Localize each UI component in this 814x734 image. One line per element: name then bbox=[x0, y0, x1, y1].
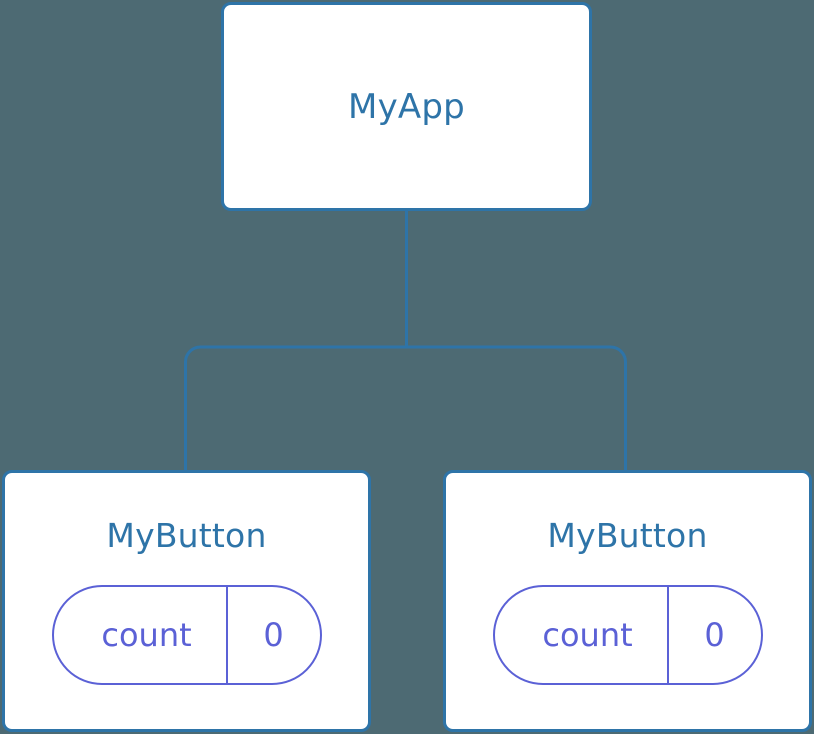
component-node-label: MyButton bbox=[106, 516, 267, 555]
state-pill[interactable]: count 0 bbox=[51, 585, 322, 685]
component-node-mybutton-1[interactable]: MyButton count 0 bbox=[443, 470, 812, 732]
state-value: 0 bbox=[704, 616, 725, 654]
state-pill[interactable]: count 0 bbox=[492, 585, 763, 685]
component-node-label: MyButton bbox=[547, 516, 708, 555]
component-node-myapp[interactable]: MyApp bbox=[221, 2, 592, 211]
state-key: count bbox=[495, 587, 669, 683]
component-node-label: MyApp bbox=[348, 86, 465, 127]
state-value: 0 bbox=[263, 616, 284, 654]
state-key: count bbox=[54, 587, 228, 683]
component-node-mybutton-0[interactable]: MyButton count 0 bbox=[2, 470, 371, 732]
